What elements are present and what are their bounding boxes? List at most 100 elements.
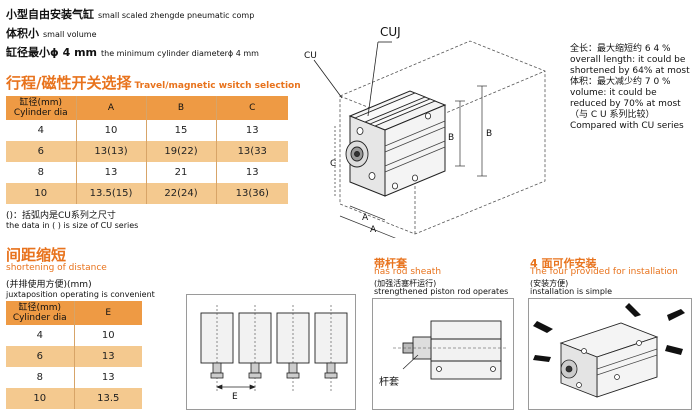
spacing-section-title-en: shortening of distance xyxy=(6,263,107,273)
table-cell: 13(36) xyxy=(215,183,288,204)
table-cell: 22(24) xyxy=(145,183,216,204)
table-cell: 13.5(15) xyxy=(75,183,146,204)
dim-c: C xyxy=(330,159,336,169)
table-row: 6 13(13) 19(22) 13(33 xyxy=(6,141,288,162)
table-cell: 13 xyxy=(215,120,288,141)
stroke-title-en: Travel/magnetic wsitch selection xyxy=(134,81,301,91)
four-face-title-en: The four provided for installation xyxy=(530,267,678,277)
mounting-holes xyxy=(356,112,432,190)
table-cell: 13 xyxy=(73,346,142,367)
stroke-note-cn: ()：括弧内是CU系列之尺寸 xyxy=(6,211,116,221)
four-face-sub-en: installation is simple xyxy=(530,287,613,296)
stroke-header-c: C xyxy=(215,96,288,120)
table-cell: 13 xyxy=(75,162,146,183)
table-cell: 10 xyxy=(6,388,74,409)
four-face-diagram xyxy=(533,303,685,398)
volume-cn: 体积：最大减少约 7 0 % xyxy=(570,77,671,87)
table-row: 8 13 xyxy=(6,367,142,388)
cu-label: CU xyxy=(304,51,317,61)
stroke-table-header: 缸径(mm)Cylinder dia A B C xyxy=(6,96,288,120)
table-row: 4 10 xyxy=(6,325,142,346)
cuj-grooves xyxy=(384,120,446,173)
table-cell: 10 xyxy=(6,183,76,204)
table-cell: 6 xyxy=(6,346,74,367)
rod-sheath-diagram: 杆套 xyxy=(379,320,508,388)
header-line-2-cn: 体积小 xyxy=(6,27,39,40)
sheath-cylinder-body xyxy=(430,320,502,380)
stroke-header-a: A xyxy=(75,96,146,120)
table-cell: 10 xyxy=(73,325,142,346)
stroke-table: 缸径(mm)Cylinder dia A B C 4 10 15 13 6 13… xyxy=(6,96,288,204)
header-line-1-en: small scaled zhengde pneumatic comp xyxy=(98,11,255,20)
length-en-1: overall length: it could be xyxy=(570,55,686,65)
cuj-label: CUJ xyxy=(380,25,401,39)
table-cell: 15 xyxy=(145,120,216,141)
spacing-sub-en: juxtaposition operating is convenient xyxy=(6,290,155,299)
spacing-section-title: 间距缩短 xyxy=(6,246,67,264)
header-line-3-cn: 缸径最小ϕ 4 mm xyxy=(6,46,97,59)
stroke-header-dia: 缸径(mm)Cylinder dia xyxy=(13,98,68,118)
rod-sheath-sub-en: strengthened piston rod operates xyxy=(374,287,509,296)
dim-b-outer: B xyxy=(486,129,492,139)
table-cell: 13.5 xyxy=(73,388,142,409)
cuj-callout-line xyxy=(367,41,379,117)
e-label: E xyxy=(232,392,238,402)
comparison-notes: 全长：最大缩短约 6 4 % overall length: it could … xyxy=(570,44,690,132)
dim-a-outer: A xyxy=(370,225,377,235)
spacing-table: 缸径(mm)Cylinder dia E 4 10 6 13 8 13 10 1… xyxy=(6,301,142,409)
table-cell: 4 xyxy=(6,120,76,141)
compare-cn: （与 C U 系列比较） xyxy=(570,110,655,120)
four-face-title: 4 面可作安装 xyxy=(530,257,597,270)
spacing-header-dia: 缸径(mm)Cylinder dia xyxy=(12,303,67,323)
rod-sheath-title: 带杆套 xyxy=(374,257,407,270)
header-line-2-en: small volume xyxy=(43,30,97,39)
table-cell: 13(33 xyxy=(215,141,288,162)
table-cell: 8 xyxy=(6,367,74,388)
table-cell: 8 xyxy=(6,162,76,183)
install-cylinder xyxy=(559,322,659,398)
table-cell: 19(22) xyxy=(145,141,216,162)
rod-sheath-sub-cn: (加强活塞杆运行) xyxy=(374,279,437,288)
table-row: 6 13 xyxy=(6,346,142,367)
table-cell: 6 xyxy=(6,141,76,162)
length-en-2: shortened by 64% at most xyxy=(570,66,690,76)
install-grooves xyxy=(596,348,658,376)
spacing-panel: E xyxy=(186,294,356,410)
cylinder-rods xyxy=(210,362,338,379)
piston-rod xyxy=(345,140,369,168)
spacing-sub-cn: (并排使用方便)(mm) xyxy=(6,280,92,290)
table-row: 10 13.5(15) 22(24) 13(36) xyxy=(6,183,288,204)
header-line-2: 体积小 small volume xyxy=(6,25,97,41)
install-rod xyxy=(560,359,578,379)
sheath-holes xyxy=(436,366,496,372)
length-cn: 全长：最大缩短约 6 4 % xyxy=(570,44,671,54)
table-row: 4 10 15 13 xyxy=(6,120,288,141)
install-arrows xyxy=(533,303,685,362)
cylinder-centerlines xyxy=(216,305,332,391)
cuj-top-rail xyxy=(353,92,437,127)
install-holes xyxy=(576,340,642,388)
dim-b-inner: B xyxy=(448,133,454,143)
compare-en: Compared with CU series xyxy=(570,121,684,131)
cu-callout-line xyxy=(313,59,343,99)
rod-sheath-title-en: has rod sheath xyxy=(374,267,442,277)
table-cell: 13 xyxy=(73,367,142,388)
rod-sheath-panel: 杆套 xyxy=(372,298,514,410)
table-cell: 10 xyxy=(75,120,146,141)
volume-en-1: volume: it could be xyxy=(570,88,657,98)
table-row: 8 13 21 13 xyxy=(6,162,288,183)
e-dimension xyxy=(216,384,256,390)
table-row: 10 13.5 xyxy=(6,388,142,409)
cuj-cylinder-diagram: CUJ CU B B A A C xyxy=(304,25,546,238)
stroke-note-en: the data in ( ) is size of CU series xyxy=(6,221,139,230)
table-cell: 4 xyxy=(6,325,74,346)
sheath-label: 杆套 xyxy=(379,375,399,388)
spacing-table-header: 缸径(mm)Cylinder dia E xyxy=(6,301,142,325)
stroke-title-cn: 行程/磁性开关选择 xyxy=(6,74,132,92)
cylinder-row xyxy=(200,312,348,364)
table-cell: 13 xyxy=(215,162,288,183)
dimension-lines xyxy=(334,85,487,238)
